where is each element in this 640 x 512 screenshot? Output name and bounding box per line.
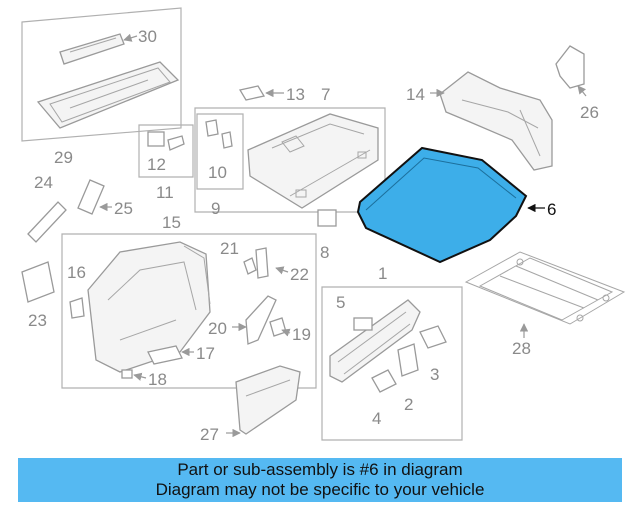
callout-16: 16 bbox=[67, 263, 86, 282]
callout-11: 11 bbox=[156, 183, 174, 202]
callout-19: 19 bbox=[292, 325, 311, 344]
part-2 bbox=[397, 343, 419, 377]
callout-15: 15 bbox=[162, 213, 181, 232]
callout-22: 22 bbox=[290, 265, 309, 284]
callout-24: 24 bbox=[34, 173, 53, 192]
part-15-side-trim bbox=[87, 241, 211, 373]
part-14-side-trim bbox=[439, 71, 553, 171]
part-6-trunk-mat bbox=[356, 146, 528, 264]
part-8 bbox=[317, 209, 337, 227]
banner-line-2: Diagram may not be specific to your vehi… bbox=[155, 480, 485, 499]
leader-18 bbox=[133, 372, 147, 381]
part-10-clip-b bbox=[221, 131, 233, 149]
leader-19 bbox=[281, 328, 291, 337]
part-3 bbox=[419, 325, 447, 349]
group-box-29 bbox=[21, 7, 182, 142]
callout-2: 2 bbox=[404, 395, 413, 414]
callout-10: 10 bbox=[208, 163, 227, 182]
callout-8: 8 bbox=[320, 243, 329, 262]
part-19 bbox=[269, 317, 287, 337]
callout-29: 29 bbox=[54, 148, 73, 167]
callout-7: 7 bbox=[321, 85, 330, 104]
part-18 bbox=[121, 369, 133, 379]
callout-30: 30 bbox=[138, 27, 157, 46]
callout-20: 20 bbox=[208, 319, 227, 338]
part-7-floor-cover bbox=[247, 113, 379, 209]
part-16 bbox=[69, 297, 85, 319]
callout-13: 13 bbox=[286, 85, 305, 104]
group-box-1 bbox=[321, 286, 463, 441]
callout-23: 23 bbox=[28, 311, 47, 330]
callout-6: 6 bbox=[547, 200, 556, 219]
callout-5: 5 bbox=[336, 293, 345, 312]
part-27 bbox=[235, 365, 301, 435]
callout-14: 14 bbox=[406, 85, 425, 104]
leader-30 bbox=[123, 33, 138, 42]
banner-line-1: Part or sub-assembly is #6 in diagram bbox=[177, 460, 463, 479]
callout-18: 18 bbox=[148, 370, 167, 389]
callout-12: 12 bbox=[147, 155, 166, 174]
part-27-detail bbox=[245, 379, 291, 397]
parcel-shelf bbox=[36, 33, 180, 129]
part-1-sill-plate bbox=[329, 299, 421, 383]
part-23 bbox=[21, 261, 55, 303]
part-28-cargo-net bbox=[464, 251, 626, 325]
callout-3: 3 bbox=[430, 365, 439, 384]
part-5 bbox=[353, 317, 373, 331]
part-13 bbox=[238, 85, 266, 101]
callout-27: 27 bbox=[200, 425, 219, 444]
leader-26 bbox=[577, 85, 587, 97]
part-12-cap bbox=[147, 131, 165, 147]
part-20 bbox=[245, 295, 277, 345]
callout-4: 4 bbox=[372, 409, 381, 428]
group-box-10 bbox=[196, 113, 244, 190]
part-24 bbox=[27, 201, 67, 243]
part-4 bbox=[371, 369, 397, 393]
callout-1: 1 bbox=[378, 264, 387, 283]
part-21 bbox=[243, 257, 257, 275]
callout-26: 26 bbox=[580, 103, 599, 122]
callout-28: 28 bbox=[512, 339, 531, 358]
callout-25: 25 bbox=[114, 199, 133, 218]
callout-9: 9 bbox=[211, 199, 220, 218]
callout-21: 21 bbox=[220, 239, 239, 258]
part-12-clip bbox=[167, 135, 185, 151]
part-17 bbox=[147, 345, 183, 365]
part-25 bbox=[77, 179, 105, 215]
part-10-clip-a bbox=[205, 119, 219, 137]
group-box-12 bbox=[138, 124, 194, 178]
parts-diagram: 30 29 13 7 14 26 12 11 10 9 24 25 6 bbox=[21, 7, 626, 444]
part-6-mat-edge bbox=[365, 157, 517, 211]
part-21-bracket bbox=[255, 247, 269, 279]
info-banner: Part or sub-assembly is #6 in diagram Di… bbox=[18, 458, 622, 502]
part-26 bbox=[555, 45, 585, 89]
group-box-15 bbox=[61, 233, 317, 389]
callout-17: 17 bbox=[196, 344, 215, 363]
leader-22 bbox=[275, 266, 289, 275]
